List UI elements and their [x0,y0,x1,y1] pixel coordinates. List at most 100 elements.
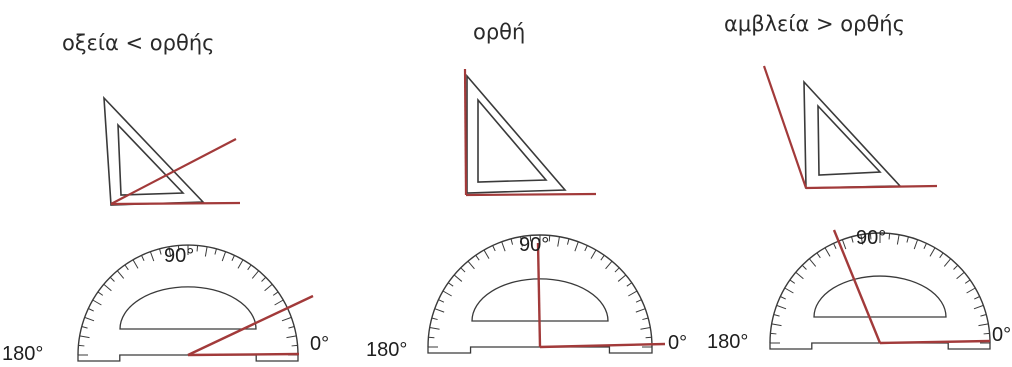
protractor-tick [196,245,199,252]
right-angle-title: ορθή [473,20,526,44]
protractor-tick [605,260,613,270]
protractor-tick [214,248,217,255]
protractor-tick [816,252,821,259]
protractor-tick [789,279,796,284]
protractor-tick [923,243,927,249]
protractor-tick [906,236,909,243]
protractor-tick [640,327,651,330]
protractor-tick [168,246,172,257]
protractor-inner-window [119,286,257,330]
protractor-tick [617,274,627,282]
protractor-tick [614,267,620,273]
protractor-tick [590,249,597,259]
right-90-label: 90° [519,234,550,256]
right-180-label: 180° [366,339,408,361]
protractor-inner-window [813,275,947,318]
obtuse-set-square [803,79,902,189]
protractor-tick [833,243,837,249]
protractor-tick [824,247,831,257]
protractor-tick [124,264,129,271]
protractor-tick [501,241,506,252]
protractor-tick [929,247,936,257]
protractor-tick [116,270,125,279]
obtuse-angle-rays [762,65,938,190]
protractor-tick [221,251,227,262]
protractor-tick [645,336,652,339]
acute-0-label: 0° [310,333,330,355]
protractor-tick [510,238,514,245]
protractor-tick [281,316,292,322]
protractor-tick [431,317,438,321]
protractor-tick [475,254,480,261]
protractor-tick [978,323,989,327]
protractor-tick [841,239,847,250]
acute-angle-title: οξεία < ορθής [62,31,215,55]
protractor-tick [434,308,445,313]
protractor-tick [642,317,649,321]
protractor-tick [264,283,273,292]
right-protractor-rays [536,242,666,349]
protractor-tick [520,236,523,247]
protractor-tick [78,344,85,347]
protractor-tick [808,258,817,267]
protractor-tick [261,276,267,282]
obtuse-protractor-rays [832,229,991,345]
protractor-tick [628,290,638,297]
right-0-label: 0° [668,332,688,354]
acute-set-square [103,95,205,206]
protractor-tick [149,251,155,262]
obtuse-protractor [769,232,991,350]
protractor-tick [776,304,787,310]
acute-protractor-rays [187,294,314,357]
protractor-tick [79,335,90,339]
protractor-tick [438,299,445,303]
protractor-tick [974,296,980,300]
protractor-tick [888,233,891,240]
protractor-tick [467,260,475,270]
protractor-tick [247,264,252,271]
protractor-tick [953,264,959,270]
protractor-tick [428,336,435,339]
protractor-tick [286,335,297,339]
protractor-tick [635,299,642,303]
protractor-tick [548,235,551,242]
protractor-tick [980,314,987,317]
protractor-tick [784,287,794,294]
protractor-tick [851,236,854,243]
obtuse-90-label: 90° [856,227,887,249]
protractor-tick [204,246,208,257]
protractor-tick [973,304,984,310]
protractor-tick [141,255,145,261]
protractor-inner-window [471,278,609,322]
protractor-tick [483,249,490,259]
protractor-tick [869,233,872,240]
protractor-tick [103,283,112,292]
protractor-tick [557,236,560,247]
protractor-tick [231,255,235,261]
right-angle-rays [463,68,597,197]
protractor-tick [801,264,807,270]
protractor-tick [780,296,786,300]
protractor-tick [584,245,588,252]
protractor-tick [159,248,162,255]
protractor-tick [109,276,115,282]
protractor-tick [460,267,466,273]
protractor-tick [272,291,279,296]
protractor-tick [983,332,990,335]
protractor-tick [288,326,295,329]
protractor-tick [939,252,944,259]
protractor-tick [771,323,782,327]
protractor-tick [92,299,102,306]
obtuse-angle-title: αμβλεία > ορθής [724,12,905,36]
protractor-tick [913,239,919,250]
protractor-tick [964,279,971,284]
protractor-tick [177,245,180,252]
protractor-tick [529,235,532,242]
protractor-tick [442,290,452,297]
protractor-tick [626,282,633,287]
acute-angle-rays [110,138,241,206]
right-set-square [466,73,567,194]
protractor-tick [237,259,244,269]
protractor-tick [896,234,900,245]
